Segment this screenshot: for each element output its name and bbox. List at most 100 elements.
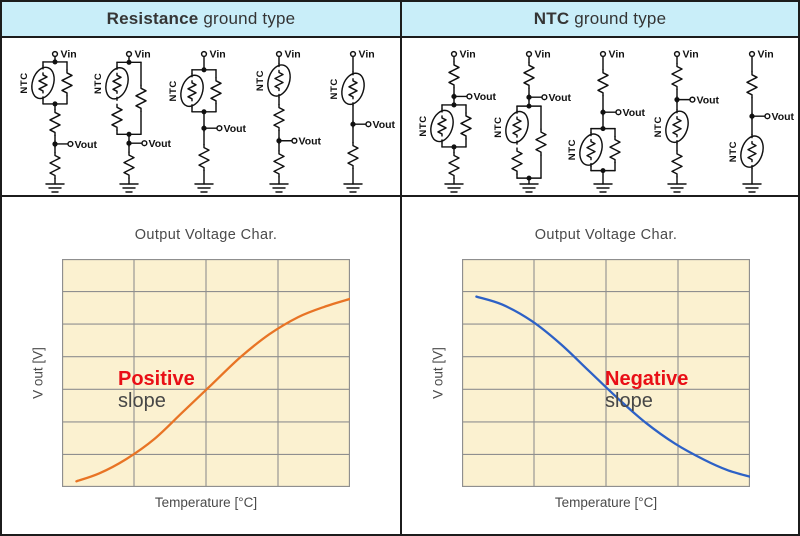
header-right-cell: NTC ground type	[400, 2, 798, 38]
vout-terminal	[290, 137, 298, 144]
ntc-label: NTC	[418, 115, 429, 136]
ntc-label: NTC	[567, 139, 578, 160]
vin-label: Vin	[757, 49, 773, 61]
vout-terminal	[615, 109, 622, 116]
vout-label: Vout	[622, 107, 645, 119]
plot-area	[61, 258, 352, 488]
ntc-label: NTC	[168, 80, 179, 101]
resistor-symbol	[609, 135, 621, 164]
resistor-symbol	[135, 84, 148, 113]
ntc-label: NTC	[329, 78, 340, 99]
resistor-symbol	[510, 147, 523, 175]
resistor-symbol	[522, 61, 535, 90]
resistor-symbol	[671, 150, 684, 178]
vout-label: Vout	[771, 111, 794, 123]
ground-symbol	[268, 183, 289, 193]
ground-symbol	[593, 183, 613, 193]
resistor-symbol	[60, 69, 73, 97]
ntc-label: NTC	[93, 73, 104, 94]
ground-symbol	[119, 183, 140, 193]
header-title-ntc: NTC ground type	[533, 9, 667, 28]
ntc-symbol	[30, 65, 55, 101]
ntc-label: NTC	[255, 70, 266, 91]
vout-label: Vout	[373, 119, 396, 131]
plot-area	[461, 258, 752, 488]
chart-right-panel: Output Voltage Char. V out [V] Temperatu…	[400, 197, 798, 534]
vout-label: Vout	[74, 139, 97, 151]
ground-symbol	[518, 183, 539, 193]
ground-symbol	[44, 183, 65, 193]
vin-label: Vin	[534, 49, 550, 61]
vout-label: Vout	[697, 94, 720, 106]
vin-label: Vin	[683, 49, 699, 61]
ntc-symbol	[665, 109, 690, 145]
ground-symbol	[444, 183, 465, 193]
voltage-curve	[475, 295, 752, 478]
ground-symbol	[667, 183, 688, 193]
ntc-label: NTC	[653, 116, 664, 137]
y-axis-label: V out [V]	[30, 347, 46, 399]
vin-label: Vin	[60, 49, 76, 61]
resistor-symbol	[745, 71, 758, 99]
vout-label: Vout	[474, 91, 497, 103]
header-title-resistance: Resistance ground type	[106, 9, 296, 28]
ground-symbol	[343, 183, 364, 193]
chart-title: Output Voltage Char.	[534, 227, 678, 243]
vin-label: Vin	[135, 49, 151, 61]
vout-label: Vout	[149, 138, 172, 150]
resistor-symbol	[48, 151, 61, 180]
ntc-symbol	[266, 62, 291, 99]
resistor-symbol	[671, 62, 684, 91]
resistor-symbol	[198, 143, 210, 172]
resistor-symbol	[448, 151, 461, 180]
vout-terminal	[540, 94, 548, 101]
resistor-symbol	[111, 103, 124, 132]
ntc-label: NTC	[728, 141, 739, 162]
x-axis-label: Temperature [°C]	[154, 495, 258, 510]
vout-terminal	[66, 140, 74, 148]
resistor-symbol	[597, 69, 609, 97]
vout-label: Vout	[548, 92, 571, 104]
y-axis-label: V out [V]	[430, 347, 446, 399]
resistor-symbol	[448, 61, 461, 89]
ntc-symbol	[504, 109, 529, 145]
resistor-symbol	[272, 103, 285, 132]
chart-left-panel: Output Voltage Char. V out [V] Temperatu…	[2, 197, 400, 534]
vout-terminal	[216, 125, 223, 132]
vout-terminal	[466, 93, 473, 100]
resistor-symbol	[534, 128, 547, 156]
vin-label: Vin	[284, 49, 300, 61]
vin-label: Vin	[359, 49, 375, 61]
vout-terminal	[141, 140, 148, 147]
resistor-symbol	[48, 108, 61, 137]
ntc-label: NTC	[19, 72, 30, 93]
vout-terminal	[365, 121, 372, 128]
ground-symbol	[194, 183, 214, 193]
resistor-symbol	[347, 141, 360, 170]
grid-lines	[462, 259, 750, 487]
ntc-symbol	[579, 131, 603, 168]
resistor-symbol	[123, 151, 136, 179]
vout-terminal	[763, 113, 771, 120]
resistor-symbol	[272, 150, 285, 178]
vin-label: Vin	[608, 49, 624, 61]
vout-label: Vout	[223, 123, 246, 135]
ntc-symbol	[180, 73, 204, 109]
vout-terminal	[689, 96, 696, 103]
ntc-symbol	[105, 65, 130, 102]
vin-label: Vin	[209, 49, 225, 61]
vout-label: Vout	[298, 136, 321, 148]
vin-label: Vin	[460, 49, 476, 61]
